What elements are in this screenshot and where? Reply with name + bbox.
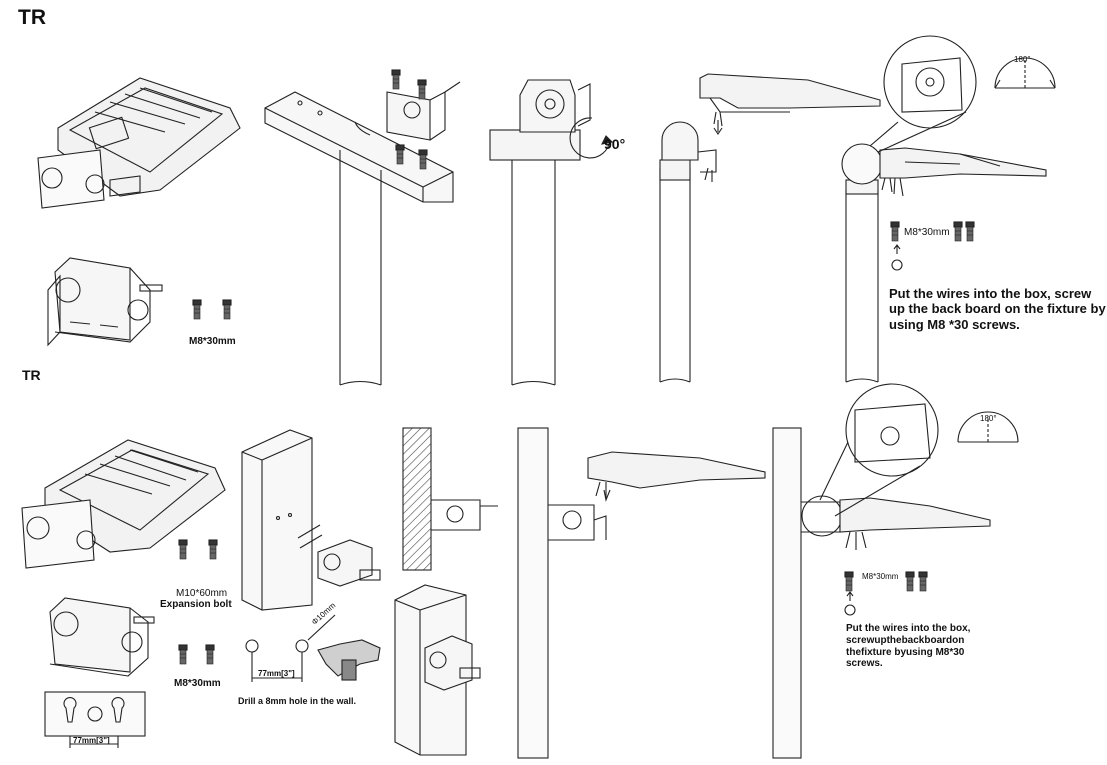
drill-layout: [245, 614, 336, 682]
expansion-bolt-label: Expansion bolt: [160, 599, 232, 610]
expansion-bolt-spec: M10*60mm: [176, 588, 228, 599]
drill-note: Drill a 8mm hole in the wall.: [238, 696, 357, 706]
hatched-wall-section: [402, 427, 498, 571]
top-title-label: TR: [18, 6, 46, 29]
wall-with-fixture-detail: [772, 383, 1019, 759]
drill-tool: [317, 639, 381, 681]
wall-with-fixture: [517, 427, 766, 759]
rotation-180-label-top: 180°: [1014, 55, 1031, 64]
mounting-bracket-top: [47, 257, 163, 347]
wall-column-with-bracket: [394, 584, 481, 756]
bracket-spacing-dimension: 77mm[3"]: [73, 736, 110, 745]
hole-spacing-dimension: 77mm[3"]: [258, 669, 295, 678]
bottom-instruction-text: Put the wires into the box, screwuptheba…: [846, 623, 971, 670]
pole-with-fixture-step: [659, 73, 881, 383]
bottom-screw-spec: M8*30mm: [174, 678, 221, 689]
luminaire-with-bracket-top: [37, 77, 241, 209]
secondary-title-label: TR: [22, 367, 41, 383]
bottom-step-screw-spec: M8*30mm: [862, 572, 899, 581]
bracket-hole-template: [44, 691, 146, 748]
pole-with-rotating-bracket: [489, 79, 614, 386]
mounting-bracket-bottom: [49, 597, 155, 677]
top-screw-spec: M8*30mm: [189, 336, 236, 347]
rotation-180-label-bottom: 180°: [980, 414, 997, 423]
pole-with-crossarm: [264, 81, 461, 386]
top-step-screw-spec: M8*30mm: [904, 227, 950, 238]
luminaire-with-bracket-bottom: [21, 439, 226, 569]
wall-column: [241, 429, 381, 611]
pole-with-fixture-detail: [841, 35, 1056, 383]
top-instruction-text: Put the wires into the box, screw up the…: [889, 286, 1106, 332]
rotation-90-label: 90°: [604, 136, 626, 152]
